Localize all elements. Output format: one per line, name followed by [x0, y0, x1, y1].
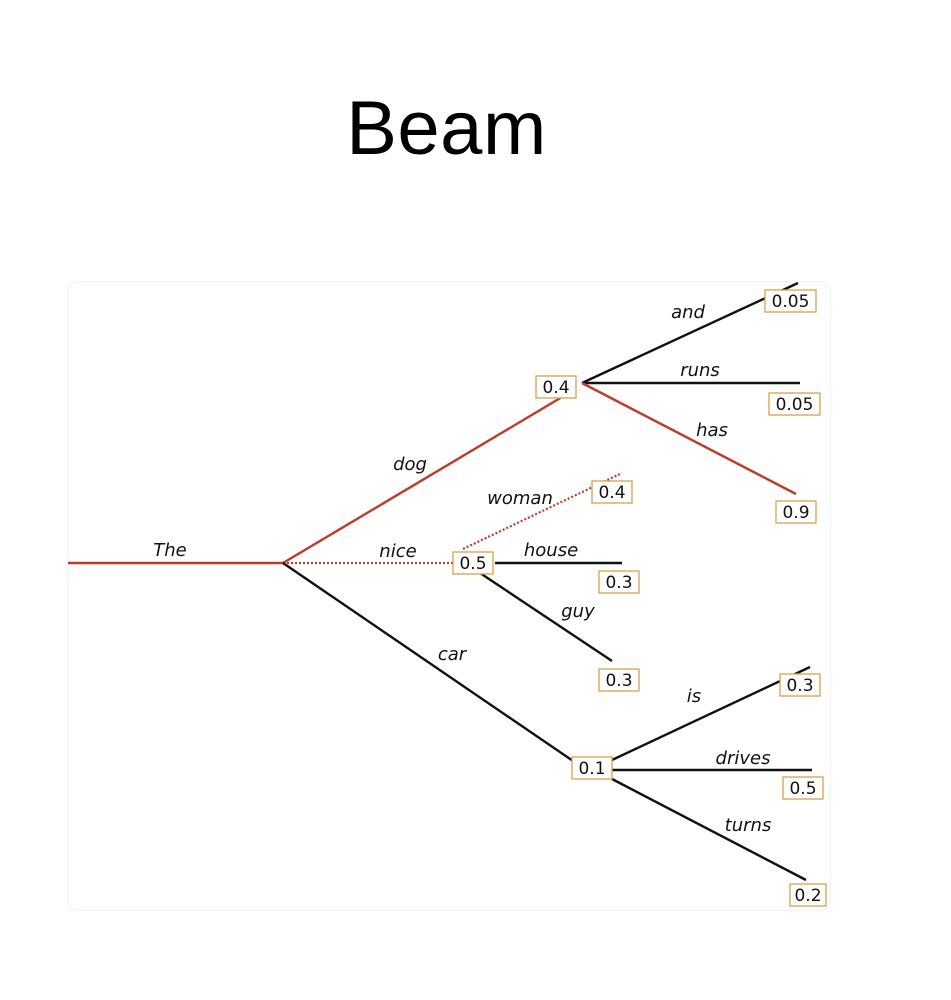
- prob-box-nice: 0.5: [452, 551, 494, 575]
- prob-box-frame: [768, 392, 821, 416]
- edge-label-house: house: [524, 540, 578, 561]
- edge-guy: [479, 572, 613, 662]
- prob-box-drives: 0.5: [782, 776, 824, 800]
- prob-value-house: 0.3: [605, 573, 632, 593]
- edge-label-is: is: [687, 686, 701, 707]
- prob-value-nice: 0.5: [459, 554, 486, 574]
- prob-box-runs: 0.05: [768, 392, 821, 416]
- prob-box-frame: [598, 570, 640, 594]
- prob-box-frame: [775, 500, 817, 524]
- edge-turns: [611, 777, 807, 882]
- edge-label-woman: woman: [487, 488, 553, 509]
- prob-box-has: 0.9: [775, 500, 817, 524]
- prob-box-frame: [782, 776, 824, 800]
- prob-box-woman: 0.4: [591, 480, 633, 504]
- prob-value-runs: 0.05: [776, 395, 814, 415]
- prob-box-frame: [764, 289, 817, 313]
- prob-value-guy: 0.3: [605, 671, 632, 691]
- edge-has: [581, 381, 797, 496]
- prob-value-and: 0.05: [772, 292, 810, 312]
- diagram-panel: [67, 281, 831, 911]
- prob-box-frame: [779, 673, 821, 697]
- edge-label-nice: nice: [379, 541, 416, 562]
- prob-box-and: 0.05: [764, 289, 817, 313]
- edge-car: [282, 562, 577, 764]
- edge-label-turns: turns: [725, 815, 772, 836]
- prob-box-frame: [452, 551, 494, 575]
- prob-value-woman: 0.4: [598, 483, 625, 503]
- page-title: Beam: [346, 86, 547, 171]
- prob-box-is: 0.3: [779, 673, 821, 697]
- prob-value-is: 0.3: [786, 676, 813, 696]
- edge-label-and: and: [671, 302, 705, 323]
- edge-label-drives: drives: [716, 748, 771, 769]
- prob-box-frame: [535, 375, 577, 399]
- prob-value-car: 0.1: [578, 759, 605, 779]
- edge-label-runs: runs: [680, 360, 720, 381]
- prob-box-frame: [598, 668, 640, 692]
- prob-box-frame: [571, 756, 613, 780]
- prob-box-dog: 0.4: [535, 375, 577, 399]
- prob-box-frame: [591, 480, 633, 504]
- edge-dog: [282, 395, 563, 565]
- edge-label-dog: dog: [393, 454, 427, 475]
- prob-box-guy: 0.3: [598, 668, 640, 692]
- prob-box-turns: 0.2: [789, 883, 827, 907]
- prob-box-frame: [789, 883, 827, 907]
- edge-woman: [462, 472, 623, 550]
- prob-box-house: 0.3: [598, 570, 640, 594]
- edge-label-guy: guy: [561, 601, 595, 622]
- prob-value-has: 0.9: [782, 503, 809, 523]
- prob-value-drives: 0.5: [789, 779, 816, 799]
- edge-label-the: The: [153, 540, 186, 561]
- edge-label-has: has: [696, 420, 728, 441]
- edge-label-car: car: [438, 644, 468, 665]
- edge-and: [581, 281, 799, 385]
- edge-is: [611, 665, 811, 762]
- prob-value-turns: 0.2: [794, 886, 821, 906]
- prob-value-dog: 0.4: [542, 378, 569, 398]
- prob-box-car: 0.1: [571, 756, 613, 780]
